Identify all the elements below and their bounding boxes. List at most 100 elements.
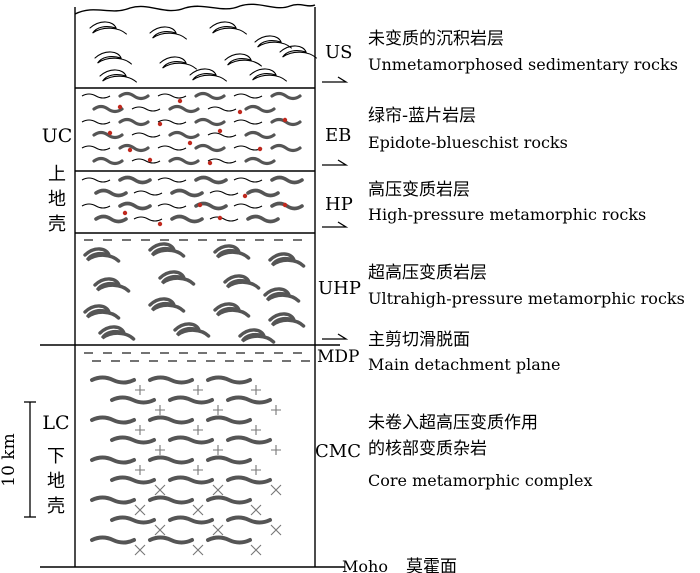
uhp-fold: [83, 304, 121, 320]
hp-lens: [270, 175, 304, 185]
epidote-dot: [127, 147, 133, 153]
lower-crust-cn-3: 壳: [47, 496, 65, 517]
epidote-dot: [237, 109, 243, 115]
uhp-fold: [238, 328, 276, 344]
epidote-dot: [282, 117, 288, 123]
epidote-line: [233, 119, 263, 125]
epidote-line: [207, 158, 237, 164]
sediment-fold-line: [224, 53, 262, 67]
cmc-lens: [168, 395, 214, 405]
uhp-fold: [98, 325, 136, 341]
cmc-cross-mark: [134, 544, 146, 556]
cmc-plus-mark: [213, 445, 223, 455]
epidote-dot: [157, 121, 163, 127]
uhp-fold: [93, 277, 131, 293]
cmc-lens: [226, 475, 272, 485]
layer-cn-uhp: 超高压变质岩层: [368, 263, 487, 283]
blueschist-lens: [118, 117, 150, 127]
sediment-fold-line: [254, 35, 292, 49]
blueschist-lens: [244, 156, 276, 166]
shear-arrow-eb: [322, 159, 349, 166]
hp-red-dot: [122, 210, 128, 216]
lower-crust-abbr: LC: [42, 412, 69, 434]
top-irregular-surface: [74, 3, 316, 15]
cmc-lens: [168, 475, 214, 485]
cmc-lens: [90, 455, 136, 465]
cmc-plus-mark: [251, 425, 261, 435]
blueschist-lens: [244, 104, 276, 114]
layer-en-eb: Epidote-blueschist rocks: [368, 133, 568, 152]
layer-en-mdp: Main detachment plane: [368, 355, 561, 374]
blueschist-lens: [168, 130, 200, 140]
sediment-fold-line: [189, 68, 227, 82]
cmc-lens: [90, 415, 136, 425]
cmc-lens: [226, 435, 272, 445]
sediment-fold-line: [209, 21, 247, 35]
cmc-plus-mark: [135, 425, 145, 435]
blueschist-lens: [244, 130, 276, 140]
epidote-line: [131, 132, 161, 138]
cmc-cross-mark: [270, 484, 282, 496]
uhp-fold: [83, 247, 121, 263]
cmc-lens: [226, 515, 272, 525]
hp-lens: [270, 201, 304, 211]
layer-abbr-us: US: [325, 42, 353, 63]
blueschist-lens: [194, 91, 226, 101]
lower-crust-cn-2: 地: [47, 471, 65, 492]
upper-crust-cn-2: 地: [48, 189, 66, 210]
cmc-cross-mark: [154, 484, 166, 496]
epidote-dot: [177, 98, 183, 104]
layer-en-hp: High-pressure metamorphic rocks: [368, 205, 646, 224]
blueschist-lens: [270, 91, 302, 101]
uhp-fold: [148, 297, 186, 313]
cmc-plus-mark: [193, 465, 203, 475]
layer-en-us: Unmetamorphosed sedimentary rocks: [368, 55, 678, 74]
epidote-line: [131, 158, 161, 164]
cmc-lens: [110, 475, 156, 485]
uhp-fold: [173, 322, 211, 338]
epidote-dot: [187, 140, 193, 146]
hp-thin-line: [133, 216, 163, 222]
scale-bar: [24, 401, 36, 518]
epidote-line: [157, 119, 187, 125]
blueschist-lens: [270, 143, 302, 153]
cmc-lens: [90, 495, 136, 505]
cmc-cross-mark: [250, 544, 262, 556]
cmc-lens: [110, 395, 156, 405]
cmc-lens: [206, 375, 252, 385]
cmc-lens: [206, 535, 252, 545]
uhp-fold: [268, 312, 306, 328]
sediment-fold-line: [89, 21, 127, 35]
cmc-lens: [148, 415, 194, 425]
cmc-cross-mark: [192, 544, 204, 556]
layer-cn-us: 未变质的沉积岩层: [368, 29, 504, 49]
layer-abbr-eb: EB: [325, 125, 351, 146]
cmc-lens: [90, 535, 136, 545]
upper-crust-cn-1: 上: [48, 164, 66, 185]
layer-en-uhp: Ultrahigh-pressure metamorphic rocks: [368, 289, 685, 308]
cmc-lens: [148, 535, 194, 545]
epidote-line: [233, 145, 263, 151]
cmc-lens: [206, 455, 252, 465]
upper-crust-cn-3: 壳: [48, 214, 66, 235]
moho-label-cn: 莫霍面: [406, 557, 457, 573]
blueschist-lens: [194, 143, 226, 153]
uhp-fold: [263, 287, 301, 303]
sediment-fold-line: [94, 51, 132, 65]
epidote-line: [207, 132, 237, 138]
cmc-plus-mark: [193, 385, 203, 395]
cmc-lens: [148, 495, 194, 505]
cmc-lens: [226, 395, 272, 405]
hp-red-dot: [197, 202, 203, 208]
hp-thin-line: [233, 203, 263, 209]
sediment-fold-line: [249, 68, 287, 82]
layer-cn-mdp: 主剪切滑脱面: [368, 330, 470, 350]
blueschist-lens: [194, 117, 226, 127]
blueschist-lens: [92, 104, 124, 114]
uhp-fold: [158, 270, 196, 286]
blueschist-lens: [92, 130, 124, 140]
cmc-lens: [148, 375, 194, 385]
lower-crust-cn-1: 下: [47, 446, 65, 467]
layer-cn-hp: 高压变质岩层: [368, 180, 470, 200]
uhp-fold: [223, 274, 261, 290]
